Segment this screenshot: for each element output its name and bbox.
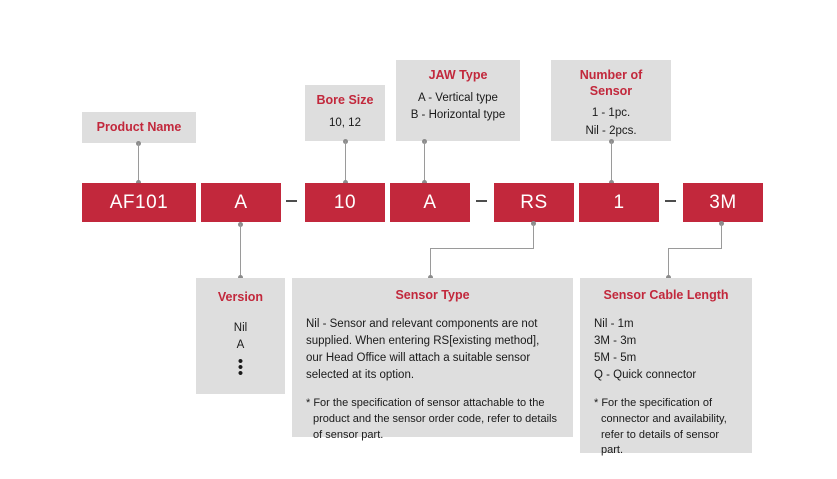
connector-dot-sensor-type-bottom [428, 275, 433, 280]
callout-jaw-type-line-0: A - Vertical type [418, 91, 498, 104]
callout-bore-size-title: Bore Size [316, 93, 374, 107]
callout-jaw-type-line-1: B - Horizontal type [410, 108, 506, 121]
connector-dot-sensor-cable-length-bottom [666, 275, 671, 280]
connector-dot-sensor-cable-length-top [719, 221, 724, 226]
connector-dot-version-bottom [238, 275, 243, 280]
callout-version-title: Version [217, 290, 264, 304]
callout-version-line-0: Nil [233, 321, 248, 334]
callout-version: Version Nil A ••• [196, 278, 285, 394]
code-chip-sensor-type[interactable]: RS [494, 183, 574, 222]
callout-sensor-cable-length-note: * For the specification of connector and… [594, 396, 727, 457]
connector-line-sensor-cable-length-v1 [721, 224, 722, 249]
code-chip-number-of-sensor[interactable]: 1 [579, 183, 659, 222]
connector-line-jaw-type [424, 141, 425, 183]
code-chip-jaw-type[interactable]: A [390, 183, 470, 222]
callout-sensor-cable-length: Sensor Cable Length Nil - 1m 3M - 3m 5M … [580, 278, 752, 456]
callout-number-of-sensor: Number of Sensor 1 - 1pc. Nil - 2pcs. [551, 60, 671, 141]
connector-dot-product-name-bottom [136, 180, 141, 185]
callout-jaw-type-title: JAW Type [428, 68, 488, 82]
callout-sensor-cable-length-title: Sensor Cable Length [603, 288, 729, 302]
connector-line-sensor-cable-length-h [668, 248, 722, 249]
connector-line-bore-size [345, 141, 346, 183]
connector-dot-bore-size-bottom [343, 180, 348, 185]
callout-version-line-1: A [236, 338, 245, 351]
code-separator-2 [665, 200, 676, 202]
callout-sensor-cable-length-line-2: 5M - 5m [594, 352, 637, 365]
callout-sensor-type-title: Sensor Type [395, 288, 470, 302]
callout-sensor-type-body: Nil - Sensor and relevant components are… [306, 317, 540, 382]
callout-product-name: Product Name [82, 112, 196, 143]
code-chip-version[interactable]: A [201, 183, 281, 222]
code-chip-product-name[interactable]: AF101 [82, 183, 196, 222]
code-separator-0 [286, 200, 297, 202]
callout-jaw-type: JAW Type A - Vertical type B - Horizonta… [396, 60, 520, 141]
connector-line-version [240, 224, 241, 278]
callout-bore-size-line-0: 10, 12 [329, 116, 361, 129]
callout-sensor-cable-length-line-3: Q - Quick connector [594, 369, 697, 382]
callout-sensor-cable-length-line-1: 3M - 3m [594, 334, 637, 347]
callout-number-of-sensor-line-0: 1 - 1pc. [591, 107, 631, 120]
connector-line-sensor-cable-length-v2 [668, 248, 669, 278]
callout-bore-size: Bore Size 10, 12 [305, 85, 385, 141]
callout-product-name-title: Product Name [96, 119, 182, 134]
connector-line-sensor-type-h [430, 248, 534, 249]
callout-sensor-type-note: * For the specification of sensor attach… [306, 396, 557, 441]
connector-line-sensor-type-v2 [430, 248, 431, 278]
callout-sensor-type: Sensor Type Nil - Sensor and relevant co… [292, 278, 573, 441]
connector-line-product-name [138, 143, 139, 183]
connector-line-sensor-type-v1 [533, 224, 534, 249]
callout-sensor-cable-length-line-0: Nil - 1m [594, 317, 634, 330]
code-separator-1 [476, 200, 487, 202]
connector-line-number-of-sensor [611, 141, 612, 183]
callout-version-ellipsis-icon: ••• [237, 353, 244, 383]
connector-dot-sensor-type-top [531, 221, 536, 226]
code-chip-sensor-cable-length[interactable]: 3M [683, 183, 763, 222]
code-chip-bore-size[interactable]: 10 [305, 183, 385, 222]
connector-dot-jaw-type-bottom [422, 180, 427, 185]
callout-number-of-sensor-title: Number of Sensor [579, 68, 643, 98]
connector-dot-number-of-sensor-bottom [609, 180, 614, 185]
callout-number-of-sensor-line-1: Nil - 2pcs. [585, 124, 637, 137]
